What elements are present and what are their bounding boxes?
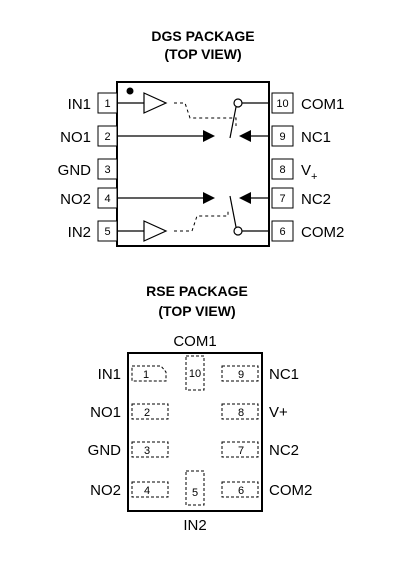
dgs-pin-label: IN2 <box>68 224 91 241</box>
dgs-pin-9: 9 NC1 <box>271 125 331 147</box>
rse-pin-5: 5 <box>185 470 205 506</box>
rse-pin-number: 3 <box>144 445 150 457</box>
dgs-pin-number: 9 <box>279 131 285 143</box>
dgs-pin-number: 10 <box>276 98 288 110</box>
rse-pin-6: 6 COM2 <box>221 481 312 499</box>
dgs-pin-5: 5 IN2 <box>68 220 118 242</box>
rse-top-label: COM1 <box>173 333 216 350</box>
pin1-chamfered-pad <box>131 365 167 382</box>
dgs-package-body <box>116 81 270 247</box>
rse-pin-label: NC1 <box>269 366 299 383</box>
rse-bottom-label: IN2 <box>183 517 206 534</box>
rse-pin-number: 9 <box>238 369 244 381</box>
rse-pin-8: 8 V+ <box>221 403 288 421</box>
dgs-pin-number: 5 <box>104 226 110 238</box>
rse-pin-number: 10 <box>189 368 201 380</box>
dgs-pin-number: 2 <box>104 131 110 143</box>
dgs-pin-number: 8 <box>279 164 285 176</box>
in2-buffer-icon <box>143 220 168 242</box>
rse-subtitle: (TOP VIEW) <box>158 303 235 319</box>
vplus-subscript: + <box>311 171 317 183</box>
dgs-pin-4: 4 NO2 <box>60 187 118 209</box>
pin1-marker-dot <box>126 87 134 95</box>
dgs-pin-10: 10 COM1 <box>271 92 344 114</box>
rse-pin-10: 10 <box>185 355 205 391</box>
dgs-pin-6: 6 COM2 <box>271 220 344 242</box>
rse-pin-9: 9 NC1 <box>221 365 299 383</box>
rse-pin-1: 1 IN1 <box>98 365 167 383</box>
dgs-pin-2: 2 NO1 <box>60 125 118 147</box>
switch-1-schematic <box>117 92 269 142</box>
in2-control-dashed-line <box>174 210 229 232</box>
rse-pin-2: 2 NO1 <box>90 403 169 421</box>
dgs-pin-7: 7 NC2 <box>271 187 331 209</box>
dgs-pin-number: 6 <box>279 226 285 238</box>
dgs-package: DGS PACKAGE (TOP VIEW) 1 IN1 2 NO1 3 GND… <box>58 28 344 247</box>
com1-contact-icon <box>233 98 243 108</box>
no2-arrow-icon <box>203 192 215 204</box>
rse-pin-label: NO2 <box>90 482 121 499</box>
rse-pin-number: 8 <box>238 407 244 419</box>
dgs-pin-label: NC1 <box>301 129 331 146</box>
dgs-subtitle: (TOP VIEW) <box>164 46 241 62</box>
dgs-pin-label: COM1 <box>301 96 344 113</box>
dgs-pin-label: GND <box>58 162 92 179</box>
rse-pin-label: IN1 <box>98 366 121 383</box>
dgs-pin-number: 3 <box>104 164 110 176</box>
rse-pin-4: 4 NO2 <box>90 481 169 499</box>
rse-pin-label: NC2 <box>269 442 299 459</box>
dgs-title: DGS PACKAGE <box>151 28 254 44</box>
rse-pin-3: 3 GND <box>88 441 169 459</box>
rse-pin-number: 4 <box>144 485 150 497</box>
rse-pin-number: 1 <box>143 369 149 381</box>
switch-2-schematic <box>117 192 269 242</box>
in1-control-dashed-line <box>174 102 237 126</box>
dgs-pin-label: NC2 <box>301 191 331 208</box>
rse-pin-number: 6 <box>238 485 244 497</box>
switch-1-arm <box>229 106 237 139</box>
dgs-pin-3: 3 GND <box>58 158 118 180</box>
dgs-pin-number: 1 <box>104 98 110 110</box>
dgs-pin-label: NO1 <box>60 129 91 146</box>
dgs-pin-label: V+ <box>301 162 317 183</box>
dgs-pin-8: 8 V+ <box>271 158 317 183</box>
rse-pin-label: NO1 <box>90 404 121 421</box>
rse-pin-number: 5 <box>192 487 198 499</box>
dgs-pin-label: IN1 <box>68 96 91 113</box>
rse-package: RSE PACKAGE (TOP VIEW) COM1 IN2 10 5 1 I… <box>88 283 313 534</box>
nc2-arrow-icon <box>239 192 251 204</box>
rse-pin-number: 7 <box>238 445 244 457</box>
com2-contact-icon <box>233 226 243 236</box>
rse-title: RSE PACKAGE <box>146 283 248 299</box>
nc1-arrow-icon <box>239 130 251 142</box>
dgs-pin-number: 4 <box>104 193 110 205</box>
rse-pin-number: 2 <box>144 407 150 419</box>
vplus-v: V <box>301 162 311 179</box>
dgs-pin-number: 7 <box>279 193 285 205</box>
dgs-pin-label: COM2 <box>301 224 344 241</box>
dgs-pin-1: 1 IN1 <box>68 92 118 114</box>
rse-pin-label: GND <box>88 442 122 459</box>
rse-pin-label: V+ <box>269 404 288 421</box>
no1-arrow-icon <box>203 130 215 142</box>
rse-pin-7: 7 NC2 <box>221 441 299 459</box>
rse-pin-label: COM2 <box>269 482 312 499</box>
in1-buffer-icon <box>143 92 168 114</box>
rse-package-body <box>127 352 263 512</box>
switch-2-arm <box>229 195 237 228</box>
dgs-pin-label: NO2 <box>60 191 91 208</box>
